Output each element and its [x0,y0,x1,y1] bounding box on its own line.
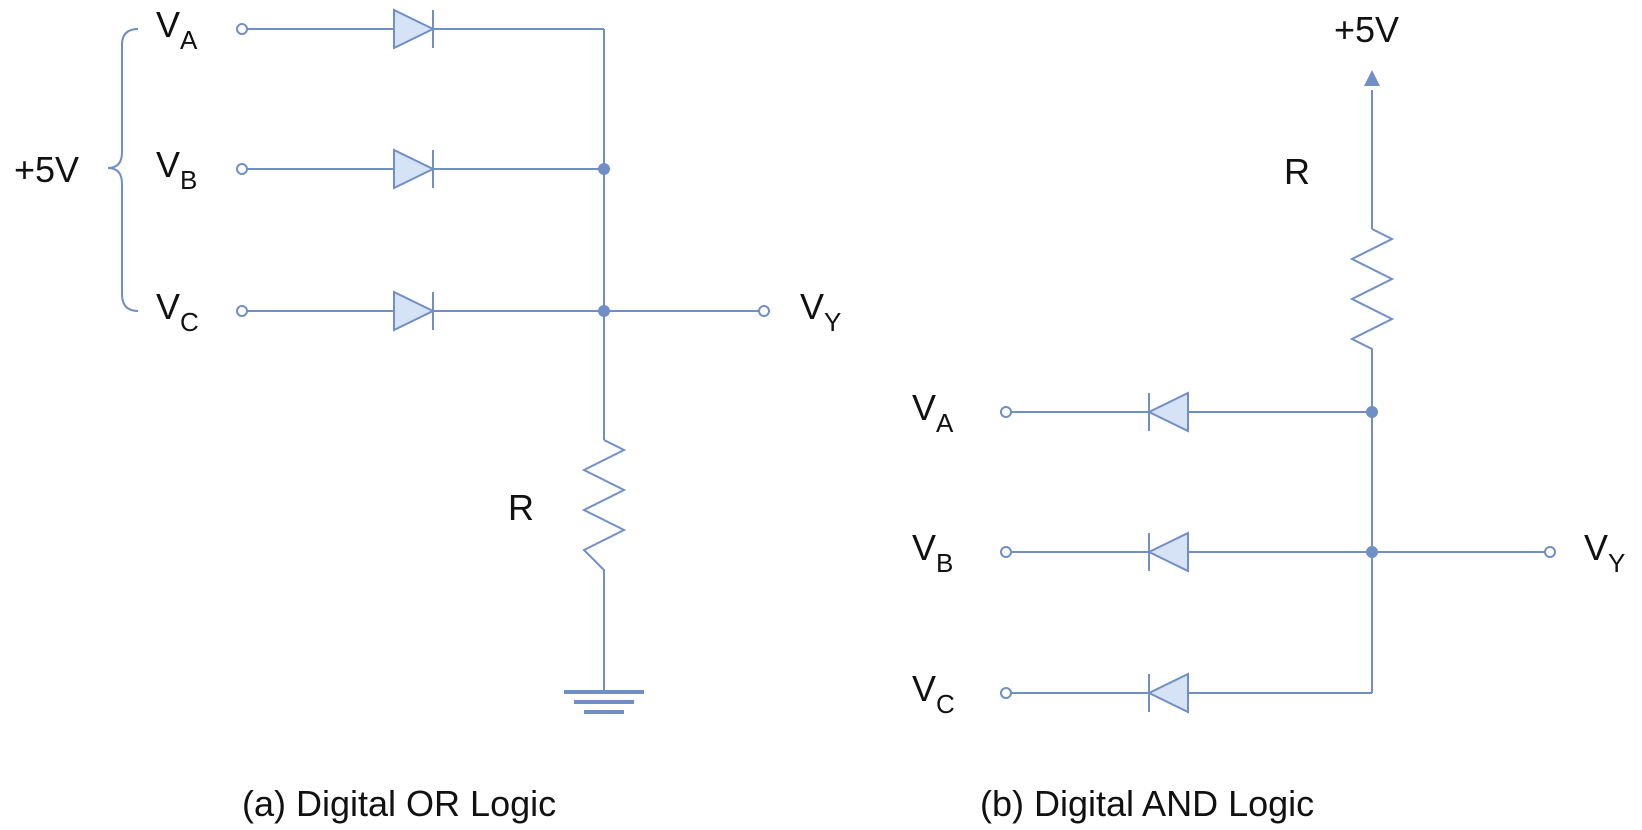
or-circuit: +5V VA VB VC VY R (a) Digital OR Logic [14,4,841,824]
or-resistor-label: R [508,487,534,528]
or-junction-b [598,163,610,175]
and-input-a-label: VA [912,387,954,438]
and-circuit: +5V R VA VB VC VY (b) Digital AND Logic [912,9,1625,824]
up-arrow-icon [1364,70,1380,86]
and-diode-b [1146,531,1189,573]
supply-brace [107,28,139,312]
and-supply-label: +5V [1334,9,1399,50]
and-input-c-label: VC [912,668,955,719]
or-terminal-b [236,163,248,175]
or-input-c-label: VC [156,286,199,337]
or-terminal-a [236,23,248,35]
or-junction-c [598,305,610,317]
or-diode-a [393,8,436,50]
or-input-a-label: VA [156,4,198,55]
and-terminal-c [1000,687,1012,699]
and-junction-a [1366,406,1378,418]
and-resistor-label: R [1284,151,1310,192]
and-output-label: VY [1584,527,1625,578]
or-diode-c [393,290,436,332]
or-supply-label: +5V [14,149,79,190]
or-caption: (a) Digital OR Logic [242,783,556,824]
and-diode-a [1146,391,1189,433]
and-input-b-label: VB [912,527,953,578]
and-resistor [1349,228,1395,693]
or-resistor [581,439,627,690]
and-diode-c [1146,672,1189,714]
or-output-label: VY [800,286,841,337]
or-terminal-y [758,305,770,317]
and-junction-b [1366,546,1378,558]
or-diode-b [393,148,436,190]
and-terminal-a [1000,406,1012,418]
ground-icon [564,690,644,714]
and-terminal-y [1544,546,1556,558]
or-terminal-c [236,305,248,317]
and-caption: (b) Digital AND Logic [980,783,1314,824]
and-terminal-b [1000,546,1012,558]
or-input-b-label: VB [156,144,197,195]
